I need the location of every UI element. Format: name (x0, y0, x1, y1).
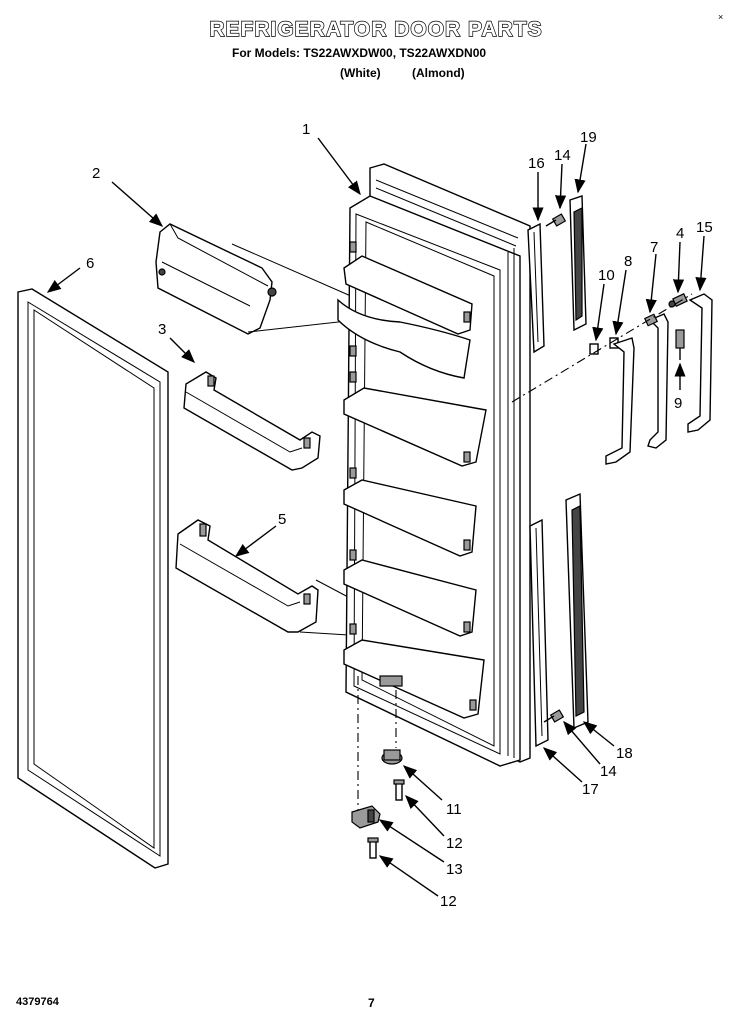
callout-14-lower: 14 (600, 763, 617, 780)
hinge-screw-upper (393, 779, 405, 801)
variant-almond: (Almond) (412, 66, 465, 80)
hinge-bracket (351, 805, 381, 829)
lower-trim-strip (529, 518, 549, 748)
leader-18 (582, 721, 615, 747)
bracket-screw-9 (675, 329, 685, 360)
callout-18: 18 (616, 745, 633, 762)
callout-16: 16 (528, 155, 545, 172)
leader-19 (574, 143, 587, 194)
handle-bracket-right (687, 293, 713, 433)
door-gasket (17, 288, 169, 869)
leader-6 (46, 267, 81, 293)
leader-14b (563, 720, 601, 765)
leader-2 (111, 181, 164, 227)
callout-11: 11 (446, 801, 462, 818)
callout-15: 15 (696, 219, 713, 236)
leader-1 (317, 137, 361, 196)
lower-handle-cover (565, 492, 589, 730)
callout-8: 8 (624, 253, 632, 270)
upper-handle-cover (569, 195, 587, 332)
callout-12-upper: 12 (446, 835, 463, 852)
model-numbers: For Models: TS22AWXDW00, TS22AWXDN00 (232, 46, 487, 60)
callout-12-lower: 12 (440, 893, 457, 910)
leader-7 (645, 253, 657, 314)
leader-11 (402, 765, 443, 801)
callout-10: 10 (598, 267, 615, 284)
dairy-door-part (155, 223, 277, 335)
handle-bracket-middle (647, 313, 669, 449)
callout-13: 13 (446, 861, 463, 878)
handle-alignment-line (511, 293, 693, 403)
handle-bracket-left (605, 337, 635, 465)
callout-3: 3 (158, 321, 166, 338)
leader-12a (405, 794, 445, 837)
large-door-shelf (175, 519, 319, 633)
bracket-screw-4 (668, 293, 688, 308)
leader-5 (234, 525, 277, 557)
callout-2: 2 (92, 165, 100, 182)
leader-3 (169, 337, 195, 363)
upper-trim-strip (527, 222, 545, 354)
callout-17: 17 (582, 781, 599, 798)
door-liner (337, 163, 531, 767)
hinge-screw-lower (367, 837, 379, 859)
callout-19: 19 (580, 129, 597, 146)
page-title: REFRIGERATOR DOOR PARTS (209, 17, 543, 41)
callout-14-upper: 14 (554, 147, 571, 164)
callout-7: 7 (650, 239, 658, 256)
spacer-part (589, 343, 599, 355)
screw-upper (545, 213, 567, 227)
leader-14a (554, 163, 567, 210)
leader-13 (378, 819, 445, 863)
corner-mark: × (718, 12, 724, 22)
leader-8 (612, 269, 627, 336)
variant-white: (White) (340, 66, 381, 80)
hinge-bushing (381, 749, 403, 765)
dairy-door-leader-line (231, 243, 361, 301)
screw-lower (543, 709, 565, 723)
callout-5: 5 (278, 511, 286, 528)
leader-15 (695, 235, 707, 292)
leader-17 (542, 747, 583, 783)
callout-9: 9 (674, 395, 682, 412)
leader-4 (672, 241, 685, 294)
callout-1: 1 (302, 121, 310, 138)
small-door-shelf (183, 371, 321, 471)
document-number: 4379764 (16, 996, 59, 1008)
callout-6: 6 (86, 255, 94, 272)
leader-10 (592, 283, 605, 342)
leader-12b (378, 855, 439, 897)
page-number: 7 (368, 996, 375, 1010)
callout-4: 4 (676, 225, 684, 242)
